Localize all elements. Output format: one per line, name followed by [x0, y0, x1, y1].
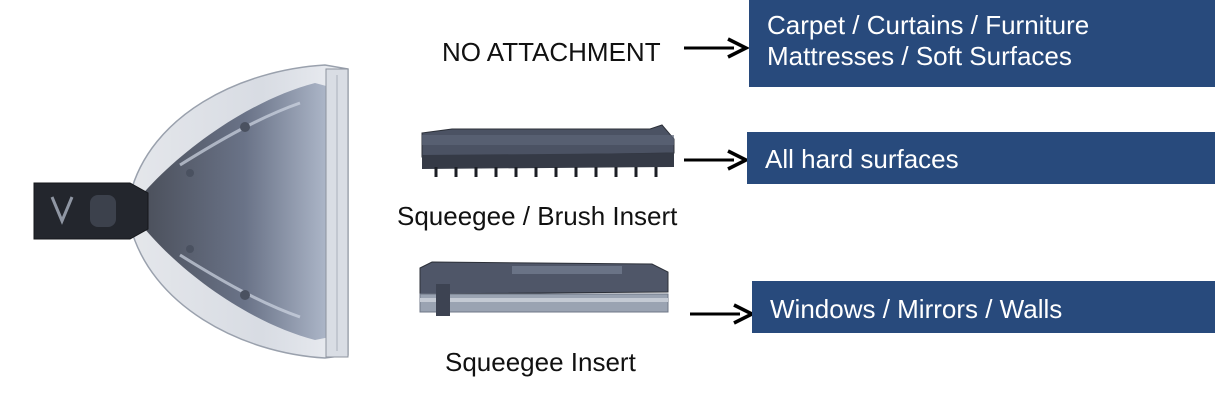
attachment-label-squeegee-insert: Squeegee Insert — [445, 347, 636, 377]
squeegee-insert-icon — [412, 258, 674, 318]
attachment-label-no-attachment: NO ATTACHMENT — [442, 37, 661, 67]
use-line-mattresses: Mattresses / Soft Surfaces — [767, 41, 1072, 72]
use-line-hard-surfaces: All hard surfaces — [765, 144, 959, 174]
use-box-windows: Windows / Mirrors / Walls — [752, 281, 1215, 333]
use-box-hard-surfaces: All hard surfaces — [747, 132, 1215, 184]
squeegee-brush-insert-icon — [412, 123, 680, 181]
arrow-right-icon — [684, 37, 750, 59]
use-line-carpet: Carpet / Curtains / Furniture — [767, 10, 1090, 40]
upholstery-tool-icon — [30, 55, 360, 365]
use-box-soft-surfaces: Carpet / Curtains / Furniture Mattresses… — [749, 0, 1215, 87]
use-line-windows: Windows / Mirrors / Walls — [770, 294, 1063, 324]
arrow-right-icon — [690, 303, 756, 325]
attachment-label-squeegee-brush-insert: Squeegee / Brush Insert — [397, 201, 678, 231]
arrow-right-icon — [684, 149, 750, 171]
